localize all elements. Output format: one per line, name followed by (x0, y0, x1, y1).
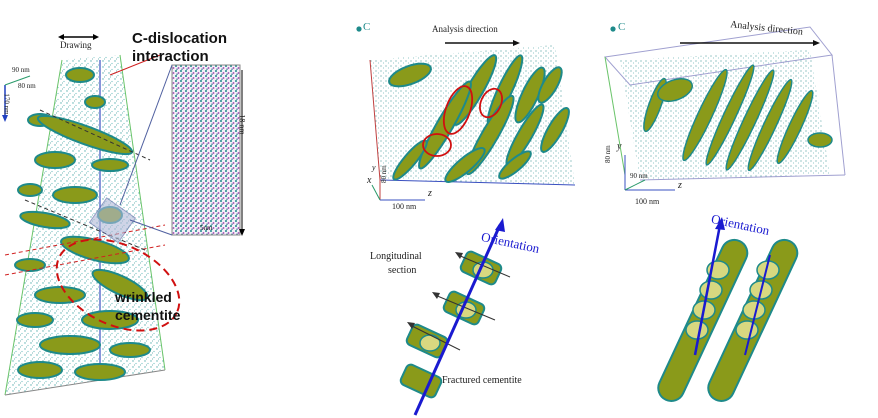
middle-apt-figure (356, 26, 576, 201)
left-apt-reconstruction: Drawing 90 nm 80 nm 170 nm C-dislocation… (0, 0, 250, 418)
dim-80nm-right: 80 nm (604, 145, 612, 163)
intact-rods (657, 238, 799, 402)
left-apt-figure (2, 34, 245, 396)
callout-title-line2: interaction (132, 48, 209, 65)
middle-schematic: Orientation Longitudinal section Fractur… (350, 215, 590, 418)
axis-y-middle: y (372, 163, 376, 172)
inset-dim-5nm: 5nm (200, 224, 213, 232)
legend-c-right: C (618, 21, 626, 33)
dim-100nm-right: 100 nm (635, 197, 660, 206)
right-schematic: Orientation (600, 211, 860, 418)
cementite-particles (14, 67, 151, 381)
fractured-cementite-label: Fractured cementite (442, 375, 522, 386)
intact-cementite-schematic (657, 217, 799, 402)
analysis-direction-middle: Analysis direction (432, 24, 498, 34)
callout-bottom-line2: cementite (115, 307, 181, 323)
cementite-rods-right (643, 64, 833, 172)
callout-title-line1: C-dislocation (132, 30, 228, 47)
highlight-circles (422, 85, 503, 157)
longitudinal-label-line2: section (388, 265, 417, 276)
right-apt-map: C Analysis direction y z 90 nm 80 nm 100… (600, 15, 860, 215)
axis-z-middle: z (428, 188, 432, 199)
axis-y-right: y (617, 141, 622, 152)
orientation-arrow-right (693, 224, 722, 356)
dim-100nm-middle: 100 nm (392, 202, 417, 211)
axis-x-middle: x (367, 175, 372, 186)
orientation-arrow-middle (413, 224, 502, 416)
longitudinal-label-line1: Longitudinal (370, 251, 422, 262)
right-apt-figure (604, 26, 846, 191)
drawing-label: Drawing (60, 40, 92, 50)
callout-bottom-line1: wrinkled (115, 289, 172, 305)
dim-90nm: 90 nm (12, 66, 30, 74)
dim-170nm: 170 nm (2, 93, 11, 115)
middle-apt-map: C Analysis direction x z y 80 nm 100 nm (350, 15, 590, 215)
legend-c-middle: C (363, 21, 371, 33)
axis-z-right: z (678, 180, 682, 191)
wrinkled-cementite-highlight (55, 238, 181, 332)
inset-dim-18nm: 18 nm (237, 114, 247, 135)
dim-90nm-right: 90 nm (630, 172, 648, 180)
dim-80nm-middle: 80 nm (380, 165, 388, 183)
dim-80nm: 80 nm (18, 82, 36, 90)
atom-map-inset (171, 64, 241, 236)
cementite-rods-middle (388, 54, 570, 183)
fractured-cementite-schematic (399, 218, 511, 416)
